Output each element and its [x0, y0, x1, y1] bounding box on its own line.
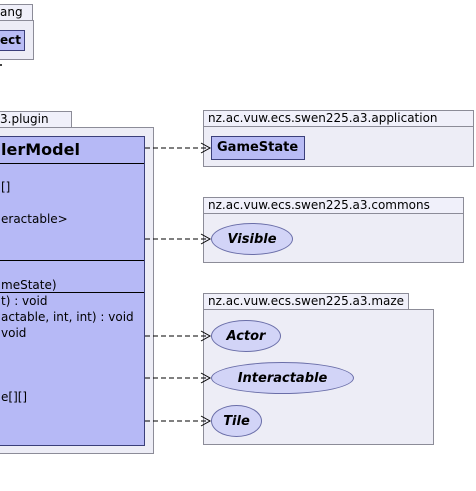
- package-commons-tab: nz.ac.vuw.ecs.swen225.a3.commons: [203, 197, 464, 214]
- interface-actor[interactable]: Actor: [211, 320, 281, 352]
- field-2: eractable>: [1, 212, 68, 226]
- class-renderer-model[interactable]: lerModel [] eractable> meState) t) : voi…: [0, 136, 145, 446]
- arrowhead-visible: [200, 233, 212, 245]
- class-title-area: lerModel: [0, 137, 144, 163]
- divider-operations: [0, 292, 144, 293]
- class-object[interactable]: ect: [0, 30, 25, 51]
- package-plugin-tab: 3.plugin: [0, 111, 72, 128]
- interface-tile[interactable]: Tile: [211, 405, 262, 437]
- arrowhead-actor: [200, 330, 212, 342]
- constructor-1: meState): [1, 278, 57, 292]
- package-maze-tab: nz.ac.vuw.ecs.swen225.a3.maze: [203, 293, 409, 310]
- divider-fields: [0, 163, 144, 164]
- small-marker: [0, 64, 2, 66]
- operation-2: actable, int, int) : void: [1, 310, 134, 324]
- arrowhead-gamestate: [200, 142, 212, 154]
- interface-visible[interactable]: Visible: [211, 223, 293, 255]
- operation-1: t) : void: [1, 294, 48, 308]
- interface-interactable[interactable]: Interactable: [211, 362, 354, 394]
- operation-4: e[][]: [1, 390, 28, 404]
- arrowhead-interactable: [200, 372, 212, 384]
- field-1: []: [1, 180, 11, 194]
- class-gamestate[interactable]: GameState: [211, 136, 305, 160]
- arrowhead-tile: [200, 415, 212, 427]
- divider-constructors: [0, 260, 144, 261]
- class-title: lerModel: [1, 140, 80, 159]
- operation-3: void: [1, 326, 27, 340]
